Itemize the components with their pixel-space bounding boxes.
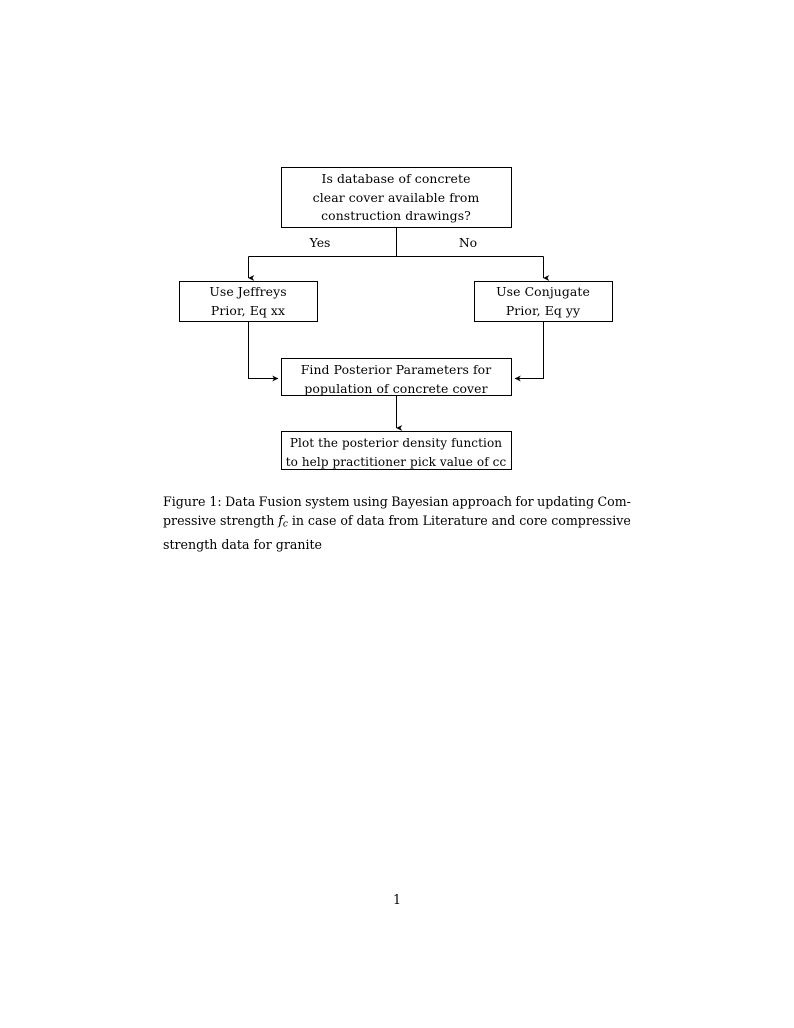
jeffreys-box-label: Use Jeffreys Prior, Eq xx — [179, 283, 317, 320]
conjugate-line-1: Use Conjugate — [496, 284, 590, 299]
jeffreys-box — [179, 281, 318, 322]
figure-caption: Figure 1: Data Fusion system using Bayes… — [163, 492, 631, 555]
conjugate-box-label: Use Conjugate Prior, Eq yy — [474, 283, 612, 320]
caption-line-1: Figure 1: Data Fusion system using Bayes… — [163, 492, 631, 511]
edge-label-yes: Yes — [309, 235, 331, 250]
jeffreys-line-1: Use Jeffreys — [209, 284, 287, 299]
decision-box-label: Is database of concrete clear cover avai… — [281, 170, 511, 226]
decision-line-2: clear cover available from — [312, 189, 480, 205]
decision-box — [281, 167, 512, 228]
plot-box — [281, 431, 512, 470]
plot-line-1: Plot the posterior density function — [289, 436, 503, 450]
decision-line-3: construction drawings? — [321, 208, 471, 223]
plot-line-2: to help practitioner pick value of cc — [285, 454, 507, 469]
conjugate-line-2: Prior, Eq yy — [505, 302, 581, 318]
conjugate-box — [474, 281, 613, 322]
posterior-line-1: Find Posterior Parameters for — [300, 362, 492, 377]
posterior-line-2: population of concrete cover — [304, 380, 488, 396]
edge-jeffreys-to-posterior — [248, 321, 279, 382]
edge-conjugate-to-posterior — [514, 321, 544, 382]
plot-box-label: Plot the posterior density function to h… — [281, 434, 511, 471]
caption-line-2: pressive strength fc in case of data fro… — [163, 511, 631, 535]
caption-line-3: strength data for granite — [163, 537, 322, 553]
jeffreys-line-2: Prior, Eq xx — [210, 302, 286, 318]
flowchart-figure: Is database of concrete clear cover avai… — [0, 0, 794, 490]
page-number: 1 — [392, 892, 401, 907]
caption-math-fc: fc — [278, 513, 288, 531]
caption-label: Figure 1: — [163, 494, 222, 509]
edge-label-no: No — [458, 235, 478, 250]
posterior-box — [281, 358, 512, 396]
posterior-box-label: Find Posterior Parameters for population… — [281, 361, 511, 398]
flowchart-canvas — [179, 167, 613, 470]
decision-line-1: Is database of concrete — [321, 171, 471, 186]
